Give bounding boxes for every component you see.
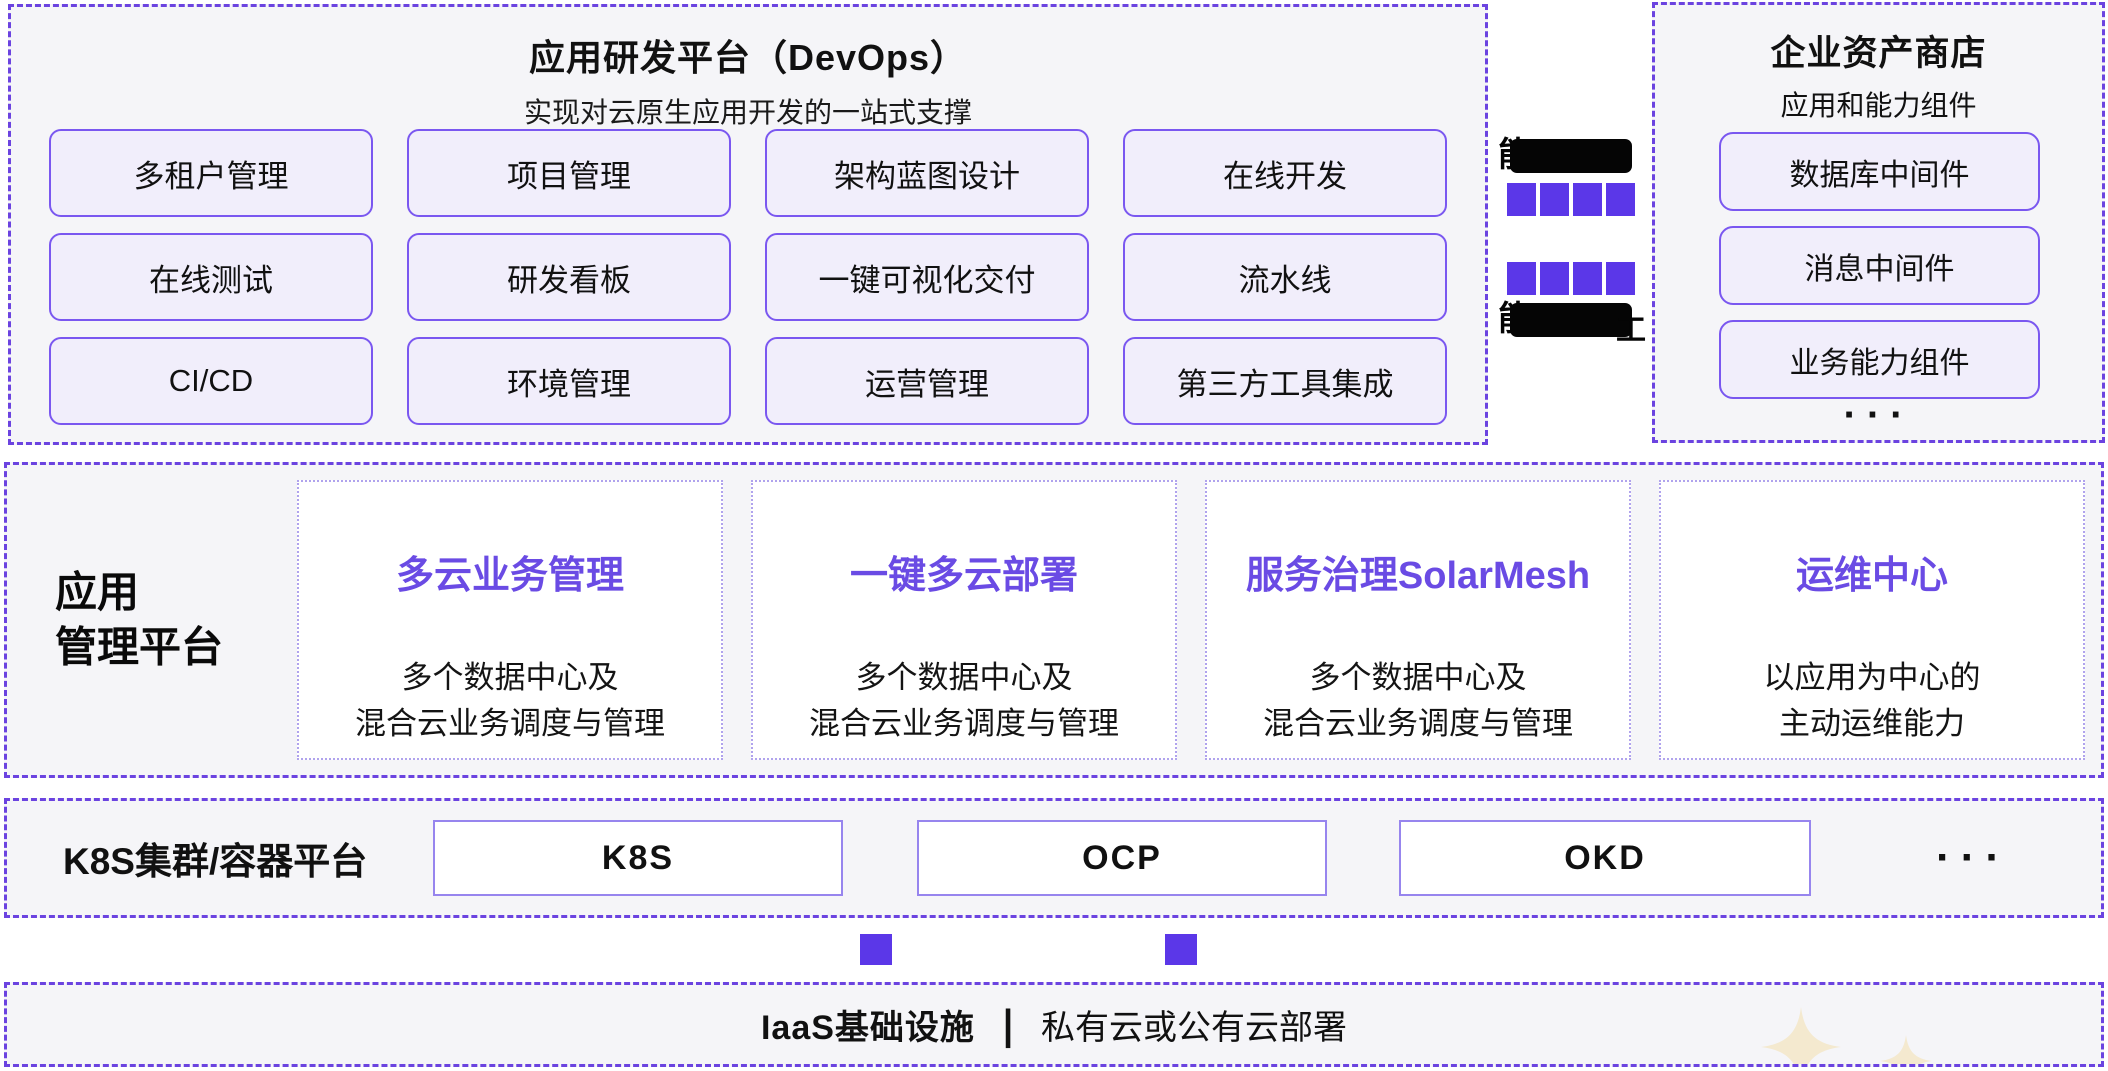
iaas-title: IaaS基础设施 xyxy=(760,1009,975,1047)
card-service-governance: 服务治理SolarMesh 多个数据中心及 混合云业务调度与管理 xyxy=(1205,480,1631,760)
card-desc: 多个数据中心及 混合云业务调度与管理 xyxy=(1263,655,1573,747)
feature-chip-blueprint-design: 架构蓝图设计 xyxy=(765,129,1089,217)
asset-store-subtitle: 应用和能力组件 xyxy=(1780,90,1977,121)
app-mgmt-band: 应用 管理平台 多云业务管理 多个数据中心及 混合云业务调度与管理 一键多云部署… xyxy=(4,462,2104,778)
app-mgmt-label-line1: 应用 xyxy=(55,568,140,616)
card-ops-center: 运维中心 以应用为中心的 主动运维能力 xyxy=(1659,480,2085,760)
connector-square-left xyxy=(860,934,892,965)
feature-chip-dev-kanban: 研发看板 xyxy=(407,233,731,321)
okd-box: OKD xyxy=(1399,820,1811,896)
asset-store-items: 数据库中间件 消息中间件 业务能力组件 xyxy=(1719,132,2040,399)
card-desc-line2: 混合云业务调度与管理 xyxy=(1263,706,1573,741)
card-title: 多云业务管理 xyxy=(395,555,624,597)
iaas-text-row: IaaS基础设施 | 私有云或公有云部署 xyxy=(7,985,2101,1064)
card-desc-line1: 多个数据中心及 xyxy=(401,660,619,695)
ocp-box: OCP xyxy=(917,820,1327,896)
capability-arrow-up xyxy=(1507,262,1635,295)
feature-chip-multi-tenant: 多租户管理 xyxy=(49,129,373,217)
connector-square-right xyxy=(1165,934,1197,965)
asset-store-panel: 企业资产商店 应用和能力组件 数据库中间件 消息中间件 业务能力组件 ··· xyxy=(1652,2,2105,443)
card-desc-line2: 混合云业务调度与管理 xyxy=(809,706,1119,741)
iaas-subtitle: 私有云或公有云部署 xyxy=(1041,1009,1348,1047)
card-desc: 多个数据中心及 混合云业务调度与管理 xyxy=(809,655,1119,747)
arrow-segment xyxy=(1573,262,1602,295)
card-title: 服务治理SolarMesh xyxy=(1245,555,1591,597)
sparkle-watermark-small xyxy=(1880,1035,1932,1064)
arrow-segment xyxy=(1606,183,1635,216)
card-desc-line1: 多个数据中心及 xyxy=(1309,660,1527,695)
k8s-box: K8S xyxy=(433,820,843,896)
iaas-divider: | xyxy=(1002,1000,1014,1048)
capability-arrow-down xyxy=(1507,183,1635,216)
arrow-segment xyxy=(1540,262,1569,295)
store-chip-database-middleware: 数据库中间件 xyxy=(1719,132,2040,211)
card-title: 一键多云部署 xyxy=(849,555,1078,597)
k8s-ellipsis: ··· xyxy=(1936,833,2010,882)
store-chip-message-middleware: 消息中间件 xyxy=(1719,226,2040,305)
store-chip-business-components: 业务能力组件 xyxy=(1719,320,2040,399)
card-desc-line2: 混合云业务调度与管理 xyxy=(355,706,665,741)
sparkle-watermark-large xyxy=(1761,1007,1841,1064)
card-one-click-deploy: 一键多云部署 多个数据中心及 混合云业务调度与管理 xyxy=(751,480,1177,760)
iaas-band: IaaS基础设施 | 私有云或公有云部署 xyxy=(4,982,2104,1067)
feature-chip-env-mgmt: 环境管理 xyxy=(407,337,731,425)
store-ellipsis: ··· xyxy=(1843,393,1914,437)
redacted-black-box xyxy=(1510,139,1632,173)
capability-deposit-bar: 能 工 xyxy=(1498,301,1658,347)
card-desc: 以应用为中心的 主动运维能力 xyxy=(1764,655,1981,747)
capability-output-bar: 能 xyxy=(1498,137,1648,174)
capability-deposit-tail-char: 工 xyxy=(1616,314,1646,347)
arrow-segment xyxy=(1573,183,1602,216)
arrow-segment xyxy=(1606,262,1635,295)
card-desc-line2: 主动运维能力 xyxy=(1779,706,1965,741)
card-title: 运维中心 xyxy=(1795,555,1948,597)
k8s-cluster-band: K8S集群/容器平台 K8S OCP OKD ··· xyxy=(4,798,2104,918)
feature-chip-online-dev: 在线开发 xyxy=(1123,129,1447,217)
card-desc-line1: 以应用为中心的 xyxy=(1763,660,1981,695)
feature-chip-3rd-party-tools: 第三方工具集成 xyxy=(1123,337,1447,425)
arrow-segment xyxy=(1507,183,1536,216)
app-mgmt-label-line2: 管理平台 xyxy=(55,623,224,670)
asset-store-title: 企业资产商店 xyxy=(1770,34,1987,73)
card-desc: 多个数据中心及 混合云业务调度与管理 xyxy=(355,655,665,747)
feature-chip-pipeline: 流水线 xyxy=(1123,233,1447,321)
arrow-segment xyxy=(1540,183,1569,216)
devops-platform-panel: 应用研发平台（DevOps） 实现对云原生应用开发的一站式支撑 多租户管理 项目… xyxy=(8,4,1488,445)
feature-chip-visual-delivery: 一键可视化交付 xyxy=(765,233,1089,321)
feature-chip-project-mgmt: 项目管理 xyxy=(407,129,731,217)
feature-chip-cicd: CI/CD xyxy=(49,337,373,425)
devops-feature-grid: 多租户管理 项目管理 架构蓝图设计 在线开发 在线测试 研发看板 一键可视化交付… xyxy=(49,129,1447,425)
devops-panel-subtitle: 实现对云原生应用开发的一站式支撑 xyxy=(523,97,972,128)
app-mgmt-cards: 多云业务管理 多个数据中心及 混合云业务调度与管理 一键多云部署 多个数据中心及… xyxy=(297,480,2085,760)
card-multicloud-business: 多云业务管理 多个数据中心及 混合云业务调度与管理 xyxy=(297,480,723,760)
app-mgmt-label: 应用 管理平台 xyxy=(55,565,223,674)
redacted-black-box xyxy=(1510,303,1632,337)
feature-chip-online-test: 在线测试 xyxy=(49,233,373,321)
feature-chip-operation-mgmt: 运营管理 xyxy=(765,337,1089,425)
k8s-band-label: K8S集群/容器平台 xyxy=(63,841,368,882)
card-desc-line1: 多个数据中心及 xyxy=(855,660,1073,695)
devops-panel-title: 应用研发平台（DevOps） xyxy=(528,37,968,78)
arrow-segment xyxy=(1507,262,1536,295)
